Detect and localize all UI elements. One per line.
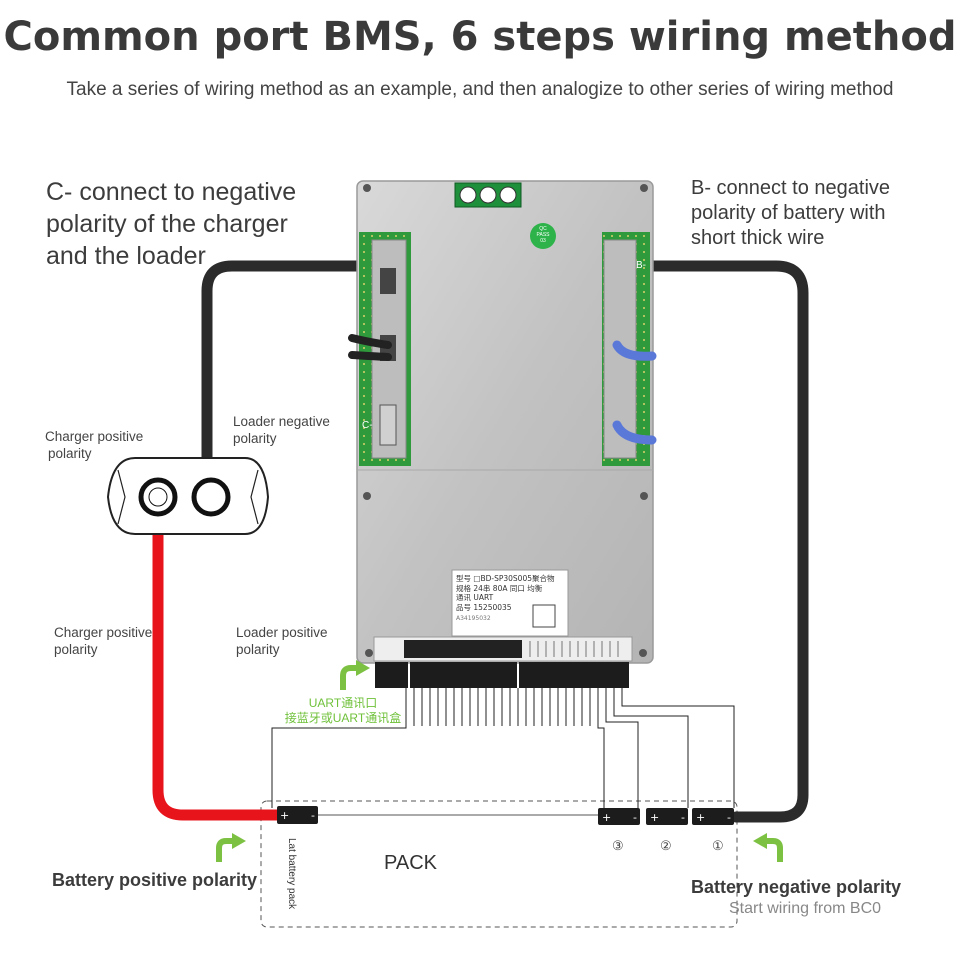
last-battery-cell [277,806,318,824]
badge-line: 03 [540,238,546,244]
balance-plug-1 [410,662,517,688]
label-line: Charger positive [54,625,153,640]
charger-plug [106,457,270,535]
pack-outline [260,800,738,928]
b-minus-line: B- connect to negative [691,177,891,199]
svg-text:+: + [650,811,659,824]
terminal-c-label: C- [362,420,373,431]
battery-cell-2 [646,808,688,825]
balance-plug-2 [519,662,629,688]
loader-negative-label: Loader negative polarity [233,413,330,447]
start-wiring-label: Start wiring from BC0 [729,900,882,917]
svg-text:-: - [633,811,637,824]
sticker-line: 通讯 UART [456,593,494,602]
sticker-line: 品号 15250035 [456,602,512,612]
label-line: polarity [48,446,92,461]
blue-wire-2 [612,420,657,445]
svg-text:+: + [602,811,611,824]
cell-number-1: ① [712,838,724,853]
c-minus-line: C- connect to negative [46,178,297,206]
loader-negative-socket [191,477,231,517]
terminal-b-label: B- [636,260,646,271]
sticker-code: A34195032 [456,615,491,622]
cell-number-2: ② [660,838,672,853]
c-minus-line: polarity of the charger [46,210,288,238]
badge-line: PASS [536,232,550,238]
battery-cell-1 [692,808,734,825]
charger-positive-label-top: Charger positive polarity [45,428,143,462]
label-line: polarity [54,642,98,657]
svg-text:-: - [727,811,731,824]
charger-positive-label-mid: Charger positive polarity [54,624,152,658]
label-line: polarity [233,431,277,446]
last-battery-pack-label: Lat battery pack [286,838,297,910]
c-minus-wire [201,260,378,504]
b-minus-line: polarity of battery with [691,202,886,224]
balance-leads [271,688,735,808]
page-title: Common port BMS, 6 steps wiring method [3,14,957,60]
loader-positive-label: Loader positive polarity [236,624,328,658]
positive-wire [152,492,288,821]
qc-badge-text: QC PASS 03 [530,226,556,244]
uart-plug [375,662,408,688]
negative-arrow-icon [765,838,783,862]
page-subtitle: Take a series of wiring method as an exa… [66,79,894,100]
svg-text:+: + [696,811,705,824]
battery-positive-label: Battery positive polarity [52,870,258,890]
uart-label: UART通讯口 接蓝牙或UART通讯盒 [268,696,418,726]
blue-wire-1 [612,340,657,361]
c-minus-line: and the loader [46,242,206,270]
battery-cell-3 [598,808,640,825]
badge-line: QC [539,226,547,232]
label-line: Loader positive [236,625,328,640]
sticker-line: 型号 □BD-SP30S005聚合物 [456,574,555,583]
sticker-text: 型号 □BD-SP30S005聚合物 规格 24串 80A 同口 均衡 通讯 U… [456,574,568,624]
svg-text:-: - [311,809,315,822]
b-minus-line: short thick wire [691,227,825,249]
b-minus-label: B- connect to negative polarity of batte… [691,176,931,251]
sticker-line: 规格 24串 80A 同口 均衡 [456,583,543,593]
label-line: Loader negative [233,414,330,429]
svg-text:-: - [681,811,685,824]
uart-line: UART通讯口 [308,696,378,710]
uart-arrow-icon [340,665,358,690]
cell-number-3: ③ [612,838,624,853]
label-line: Charger positive [45,429,144,444]
c-minus-label: C- connect to negative polarity of the c… [46,176,346,272]
positive-arrow-icon [216,838,234,862]
pack-label: PACK [384,852,437,874]
svg-text:+: + [280,809,289,822]
uart-line: 接蓝牙或UART通讯盒 [284,711,402,725]
battery-negative-label: Battery negative polarity [691,877,902,897]
qc-badge [530,223,556,249]
b-minus-wire [630,260,809,823]
label-line: polarity [236,642,280,657]
